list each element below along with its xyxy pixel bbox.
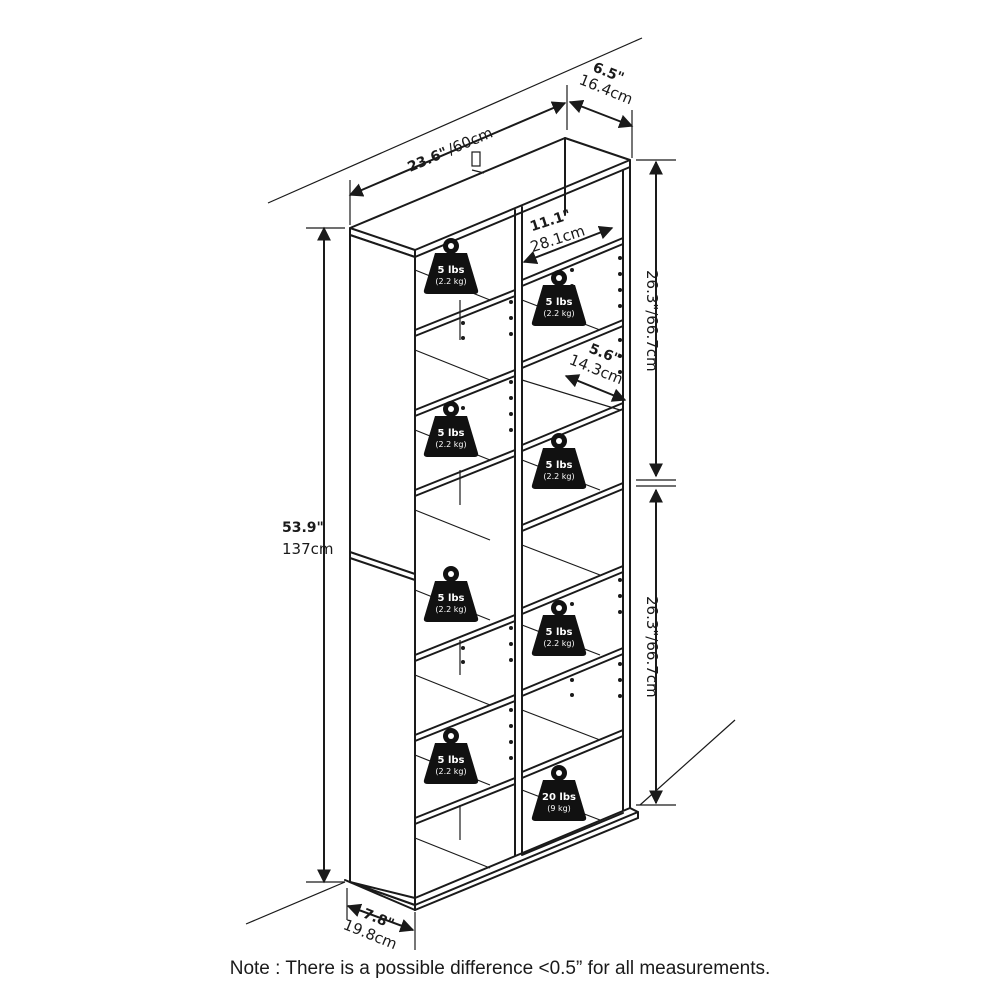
measurement-note: Note : There is a possible difference <0… bbox=[229, 958, 771, 979]
lower-height-label: 26.3"/66.7cm bbox=[643, 596, 661, 698]
bookcase-body bbox=[344, 137, 639, 911]
width-inches-label: 23.6" bbox=[405, 145, 450, 176]
weight-badge-icon: 5 lbs(2.2 kg) bbox=[531, 433, 587, 489]
wall-anchor-bracket-icon bbox=[471, 151, 485, 174]
weight-badge-label: 20 lbs bbox=[542, 792, 576, 803]
weight-badge-icon: 5 lbs(2.2 kg) bbox=[423, 728, 479, 784]
weight-badge-sublabel: (2.2 kg) bbox=[435, 767, 466, 776]
weight-badge-icon: 5 lbs(2.2 kg) bbox=[531, 600, 587, 656]
width-cm-label: /60cm bbox=[445, 124, 495, 159]
weight-badge-sublabel: (2.2 kg) bbox=[543, 472, 574, 481]
weight-badge-sublabel: (9 kg) bbox=[547, 804, 571, 813]
weight-badge-label: 5 lbs bbox=[546, 460, 573, 471]
height-cm-label: 137cm bbox=[282, 540, 334, 558]
weight-badge-sublabel: (2.2 kg) bbox=[543, 639, 574, 648]
weight-badge-icon: 20 lbs(9 kg) bbox=[531, 765, 587, 821]
dimension-lines bbox=[306, 85, 676, 950]
weight-badge-label: 5 lbs bbox=[438, 755, 465, 766]
weight-badge-icon: 5 lbs(2.2 kg) bbox=[423, 566, 479, 622]
weight-capacity-badges: 5 lbs(2.2 kg)5 lbs(2.2 kg)5 lbs(2.2 kg)5… bbox=[423, 238, 587, 821]
upper-height-label: 26.3"/66.7cm bbox=[643, 270, 661, 372]
weight-badge-icon: 5 lbs(2.2 kg) bbox=[423, 401, 479, 457]
weight-badge-sublabel: (2.2 kg) bbox=[435, 605, 466, 614]
top-panel bbox=[349, 137, 631, 251]
weight-badge-sublabel: (2.2 kg) bbox=[435, 277, 466, 286]
weight-badge-icon: 5 lbs(2.2 kg) bbox=[531, 270, 587, 326]
weight-badge-label: 5 lbs bbox=[546, 627, 573, 638]
weight-badge-sublabel: (2.2 kg) bbox=[543, 309, 574, 318]
weight-badge-icon: 5 lbs(2.2 kg) bbox=[423, 238, 479, 294]
weight-badge-label: 5 lbs bbox=[546, 297, 573, 308]
weight-badge-label: 5 lbs bbox=[438, 593, 465, 604]
height-inches-label: 53.9" bbox=[282, 520, 324, 536]
weight-badge-label: 5 lbs bbox=[438, 428, 465, 439]
weight-badge-label: 5 lbs bbox=[438, 265, 465, 276]
shelf-pin-holes bbox=[461, 256, 622, 760]
weight-badge-sublabel: (2.2 kg) bbox=[435, 440, 466, 449]
